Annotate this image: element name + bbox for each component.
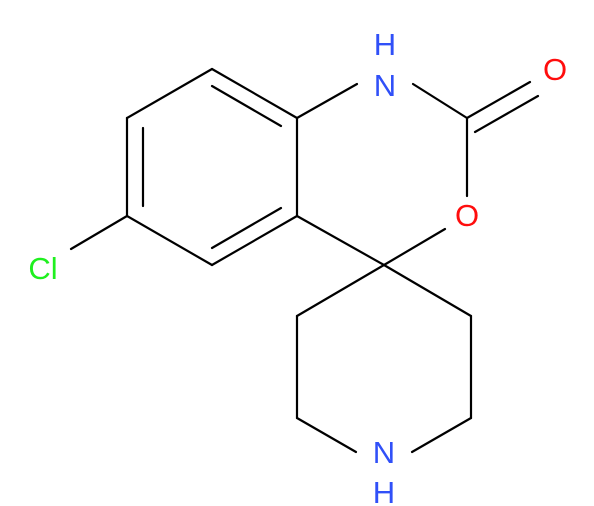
benzene-ring (125, 67, 299, 267)
atom-label-n-top: N (374, 68, 396, 103)
bond-o3-c4 (382, 227, 447, 267)
bond-c8-c7 (125, 67, 214, 120)
bond-c8a-c8-inner (210, 84, 283, 128)
bond-c8a-n1 (295, 82, 359, 120)
bond-c4-c3p-left (295, 263, 386, 318)
bond-c5-c4a-inner (210, 206, 283, 250)
bond-n-c2p-right (410, 416, 473, 454)
bond-c2p-n-left (295, 416, 358, 454)
bond-c3p-c4-right (382, 263, 473, 318)
atom-label-h-top: H (374, 27, 396, 62)
bond-c5-c4a (210, 214, 299, 267)
oxazinone-ring (295, 80, 540, 267)
piperidine-ring (295, 263, 473, 454)
bond-c6-c5 (125, 214, 214, 267)
bond-c4-c4a (295, 214, 386, 267)
bond-n1-c2 (411, 82, 469, 120)
bond-c2-o-carbonyl (465, 80, 532, 120)
atom-label-o-carbonyl: O (543, 52, 567, 87)
atom-label-o-ring: O (455, 198, 479, 233)
bond-c8a-c8 (210, 67, 299, 120)
bond-c2-o-carbonyl-inner (473, 94, 540, 134)
atom-label-n-bottom: N (373, 435, 395, 470)
bond-c6-cl (69, 214, 129, 251)
atom-label-cl: Cl (28, 251, 57, 286)
atom-label-h-bottom: H (373, 475, 395, 506)
